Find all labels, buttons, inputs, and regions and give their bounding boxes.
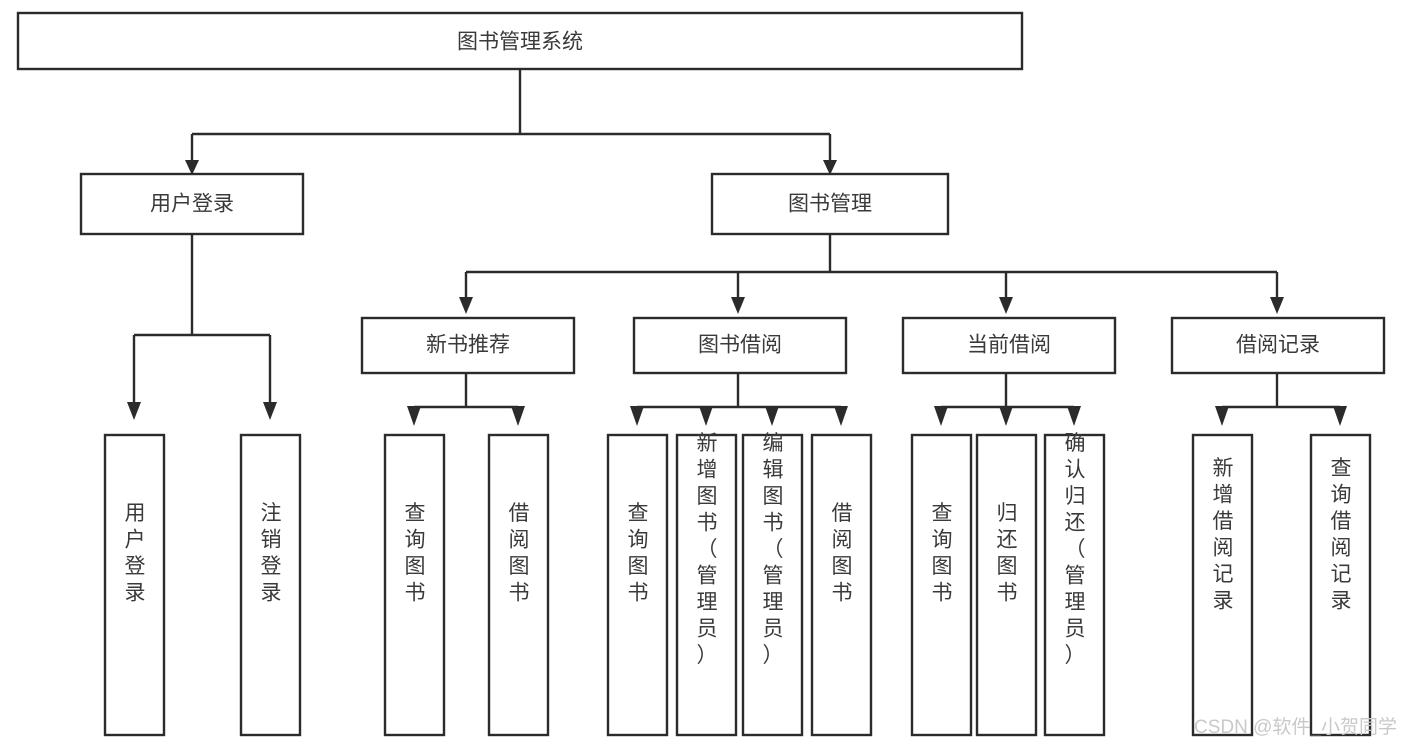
leaf-current-borrow-1-box[interactable] [910,433,973,737]
leaf-user-login-2[interactable]: 注销登录 [239,433,302,737]
arrow-bookborrow-leaf-4 [834,406,848,426]
leaf-user-login-2-box[interactable] [239,433,302,737]
leaf-current-borrow-3[interactable]: 确认归还（管理员） [1043,432,1106,737]
leaf-borrow-record-2[interactable]: 查询借阅记录 [1309,433,1372,737]
leaf-book-borrow-3[interactable]: 编辑图书（管理员） [741,432,804,737]
arrow-to-user-login [185,160,199,175]
node-new-book-recommend-label: 新书推荐 [426,334,510,357]
leaf-current-borrow-3-label: 确认归还（管理员） [1065,432,1086,667]
watermark-label: CSDN @软件_小贺同学 [1194,716,1397,738]
leaf-borrow-record-1-box[interactable] [1191,433,1254,737]
leaf-book-borrow-1-box[interactable] [606,433,669,737]
leaf-current-borrow-2-label: 归还图书 [997,502,1018,605]
leaf-user-login-1-box[interactable] [103,433,166,737]
leaf-borrow-record-1-label: 新增借阅记录 [1213,457,1234,613]
node-current-borrow[interactable]: 当前借阅 [901,316,1117,375]
leaf-book-borrow-1-label: 查询图书 [628,502,649,605]
leaf-current-borrow-1[interactable]: 查询图书 [910,433,973,737]
leaf-book-borrow-4-label: 借阅图书 [832,502,853,605]
leaf-borrow-record-2-label: 查询借阅记录 [1331,457,1352,613]
arrow-currentborrow-leaf-1 [934,406,948,426]
node-user-login-box[interactable] [79,172,305,236]
node-book-manage-label: 图书管理 [788,193,872,216]
leaf-book-borrow-2-label: 新增图书（管理员） [697,432,718,667]
connectors-group [127,69,1347,426]
leaf-book-borrow-4-box[interactable] [810,433,873,737]
arrow-bookborrow-leaf-1 [630,406,644,426]
leaf-book-borrow-3-label: 编辑图书（管理员） [763,432,784,667]
leaf-new-book-1-box[interactable] [383,433,446,737]
leaf-user-login-1[interactable]: 用户登录 [103,433,166,737]
arrow-to-book-manage [823,160,837,175]
leaf-new-book-2-label: 借阅图书 [509,502,530,605]
leaf-current-borrow-2[interactable]: 归还图书 [975,433,1038,737]
leaf-book-borrow-3-box[interactable] [741,433,804,737]
node-root-box[interactable] [16,11,1024,71]
leaf-new-book-2-box[interactable] [487,433,550,737]
arrow-borrowrecord-leaf-1 [1215,406,1229,426]
node-root-label: 图书管理系统 [457,31,583,54]
node-new-book-recommend[interactable]: 新书推荐 [360,316,576,375]
arrow-bookborrow-leaf-2 [699,406,713,426]
leaf-new-book-2[interactable]: 借阅图书 [487,433,550,737]
node-book-manage[interactable]: 图书管理 [710,172,950,236]
arrow-userlogin-leaf-1 [127,402,141,420]
arrow-to-bookborrow [731,297,745,314]
arrow-to-currentborrow [999,297,1013,314]
node-root[interactable]: 图书管理系统 [16,11,1024,71]
leaf-new-book-1[interactable]: 查询图书 [383,433,446,737]
node-new-book-recommend-box[interactable] [360,316,576,375]
leaf-current-borrow-3-box[interactable] [1043,433,1106,737]
node-borrow-record-label: 借阅记录 [1236,334,1320,357]
node-book-borrow-box[interactable] [632,316,848,375]
arrow-currentborrow-leaf-2 [999,406,1013,426]
arrow-currentborrow-leaf-3 [1067,406,1081,426]
arrow-bookborrow-leaf-3 [765,406,779,426]
leaf-new-book-1-label: 查询图书 [405,502,426,605]
node-current-borrow-box[interactable] [901,316,1117,375]
leaf-borrow-record-1[interactable]: 新增借阅记录 [1191,433,1254,737]
leaf-book-borrow-2-box[interactable] [675,433,738,737]
node-book-borrow[interactable]: 图书借阅 [632,316,848,375]
leaf-book-borrow-2[interactable]: 新增图书（管理员） [675,432,738,737]
node-current-borrow-label: 当前借阅 [967,334,1051,357]
node-user-login-label: 用户登录 [150,193,234,216]
leaf-current-borrow-1-label: 查询图书 [932,502,953,605]
leaf-book-borrow-1[interactable]: 查询图书 [606,433,669,737]
arrow-newbook-leaf-1 [407,406,421,426]
arrow-userlogin-leaf-2 [263,402,277,420]
node-book-manage-box[interactable] [710,172,950,236]
leaf-current-borrow-2-box[interactable] [975,433,1038,737]
leaf-user-login-1-label: 用户登录 [125,502,146,605]
node-borrow-record-box[interactable] [1170,316,1386,375]
node-user-login[interactable]: 用户登录 [79,172,305,236]
arrow-to-borrowrecord [1270,297,1284,314]
leaf-borrow-record-2-box[interactable] [1309,433,1372,737]
arrow-to-newbook [459,297,473,314]
node-book-borrow-label: 图书借阅 [698,334,782,357]
arrow-newbook-leaf-2 [511,406,525,426]
arrow-borrowrecord-leaf-2 [1333,406,1347,426]
leaf-book-borrow-4[interactable]: 借阅图书 [810,433,873,737]
leaf-user-login-2-label: 注销登录 [261,502,282,605]
node-borrow-record[interactable]: 借阅记录 [1170,316,1386,375]
